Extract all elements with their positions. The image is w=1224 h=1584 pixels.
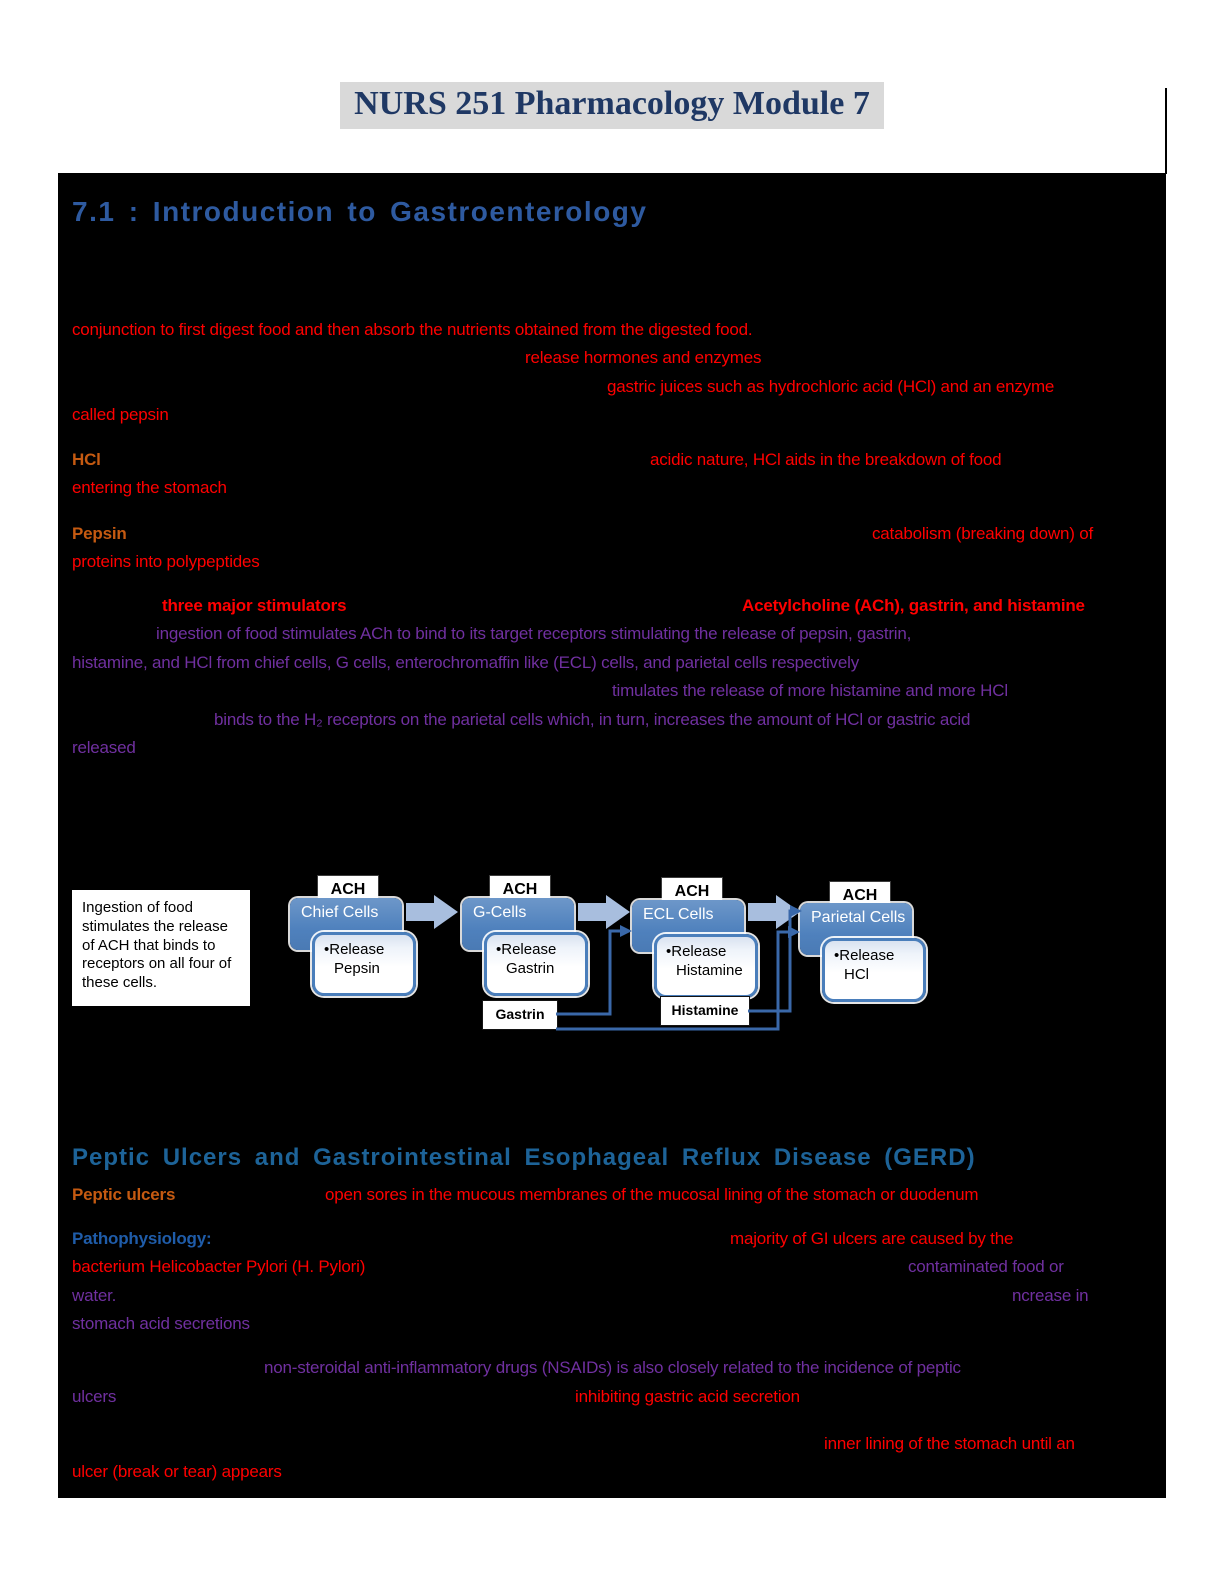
keyword-peptic-ulcers: Peptic ulcers (72, 1185, 176, 1204)
section-heading-7-1: 7.1 : Introduction to Gastroenterology (72, 196, 648, 227)
text-line: water. (72, 1286, 117, 1305)
text-line: released (72, 738, 136, 757)
text-line: bacterium Helicobacter Pylori (H. Pylori… (72, 1257, 366, 1276)
keyword-pepsin: Pepsin (72, 524, 127, 543)
release-text: Pepsin (334, 959, 380, 977)
text-line: majority of GI ulcers are caused by the (730, 1229, 1014, 1248)
tag-histamine: Histamine (660, 996, 750, 1026)
text-line: inner lining of the stomach until an (824, 1434, 1075, 1453)
text-line: acidic nature, HCl aids in the breakdown… (650, 450, 1002, 469)
release-text: Gastrin (506, 959, 555, 977)
release-text: •Release (666, 943, 727, 960)
text-line: open sores in the mucous membranes of th… (325, 1185, 979, 1204)
text-line: release hormones and enzymes (525, 348, 762, 367)
text-line: conjunction to first digest food and the… (72, 320, 753, 339)
release-box-pepsin: •Release Pepsin (312, 932, 416, 996)
release-box-hcl: •Release HCl (822, 938, 926, 1002)
page-border-line (1165, 88, 1167, 174)
text-line: ncrease in (1012, 1286, 1089, 1305)
keyword-pathophysiology: Pathophysiology: (72, 1229, 212, 1248)
text-line: non-steroidal anti-inflammatory drugs (N… (264, 1358, 961, 1377)
release-text: HCl (844, 965, 869, 983)
release-text: •Release (496, 941, 557, 958)
text-line: Acetylcholine (ACh), gastrin, and histam… (742, 596, 1085, 615)
text-line: three major stimulators (162, 596, 347, 615)
section-heading-gerd: Peptic Ulcers and Gastrointestinal Esoph… (72, 1144, 976, 1171)
text-line: contaminated food or (908, 1257, 1064, 1276)
diagram-note-box: Ingestion of food stimulates the release… (72, 890, 250, 1006)
page-title: NURS 251 Pharmacology Module 7 (340, 82, 884, 129)
keyword-hcl: HCl (72, 450, 101, 469)
text-line: histamine, and HCl from chief cells, G c… (72, 653, 859, 672)
text-line: ulcers (72, 1387, 117, 1406)
text-line: binds to the H₂ receptors on the parieta… (214, 710, 971, 729)
release-box-histamine: •Release Histamine (654, 934, 758, 998)
text-line: inhibiting gastric acid secretion (575, 1387, 800, 1406)
text-line: proteins into polypeptides (72, 552, 260, 571)
content-panel (58, 173, 1166, 1498)
text-line: stomach acid secretions (72, 1314, 250, 1333)
tag-gastrin: Gastrin (482, 1000, 558, 1030)
document-header: NURS 251 Pharmacology Module 7 (0, 82, 1224, 129)
release-text: •Release (324, 941, 385, 958)
text-line: catabolism (breaking down) of (872, 524, 1093, 543)
text-line: timulates the release of more histamine … (612, 681, 1008, 700)
text-line: ulcer (break or tear) appears (72, 1462, 282, 1481)
release-text: Histamine (676, 961, 743, 979)
release-text: •Release (834, 947, 895, 964)
text-line: entering the stomach (72, 478, 227, 497)
release-box-gastrin: •Release Gastrin (484, 932, 588, 996)
text-line: gastric juices such as hydrochloric acid… (607, 377, 1055, 396)
text-line: ingestion of food stimulates ACh to bind… (156, 624, 912, 643)
text-line: called pepsin (72, 405, 169, 424)
